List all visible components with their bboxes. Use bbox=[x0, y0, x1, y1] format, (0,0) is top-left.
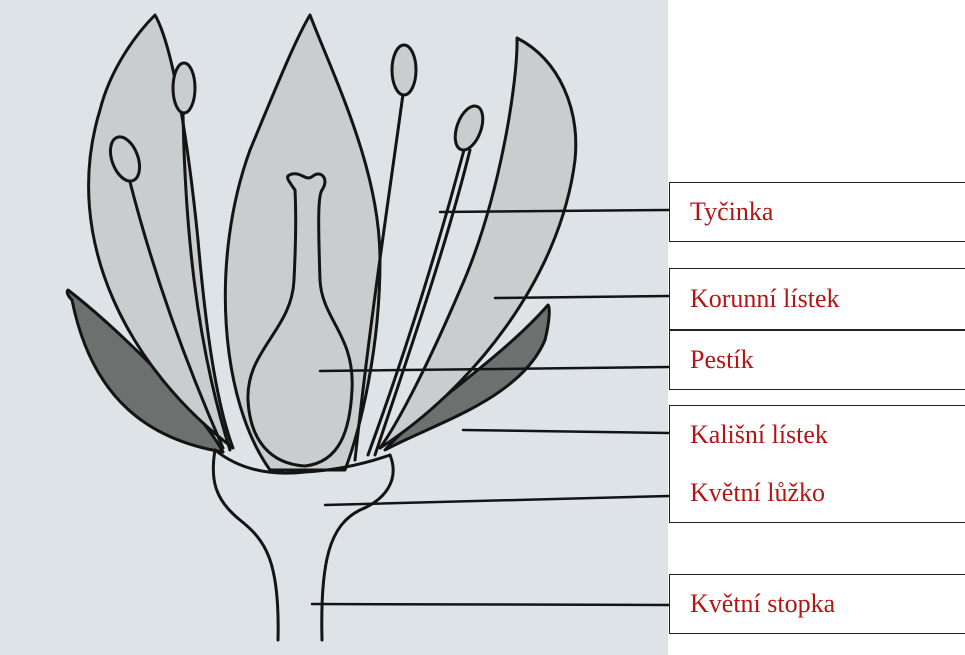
label-text: Květní lůžko bbox=[690, 480, 825, 506]
label-kvetni-luzko: Květní lůžko bbox=[669, 463, 965, 523]
label-text: Kališní lístek bbox=[690, 422, 828, 448]
label-text: Tyčinka bbox=[690, 199, 773, 225]
label-pestik: Pestík bbox=[669, 330, 965, 390]
label-kvetni-stopka: Květní stopka bbox=[669, 574, 965, 634]
label-korunni-listek: Korunní lístek bbox=[669, 268, 965, 330]
anther-2 bbox=[173, 63, 195, 113]
label-kalisni-listek: Kališní lístek bbox=[669, 405, 965, 465]
label-tycinka: Tyčinka bbox=[669, 182, 965, 242]
label-text: Korunní lístek bbox=[690, 286, 840, 312]
label-text: Květní stopka bbox=[690, 591, 835, 617]
anther-3 bbox=[392, 45, 416, 95]
leader-kvetni-stopka bbox=[312, 604, 669, 605]
label-text: Pestík bbox=[690, 347, 754, 373]
